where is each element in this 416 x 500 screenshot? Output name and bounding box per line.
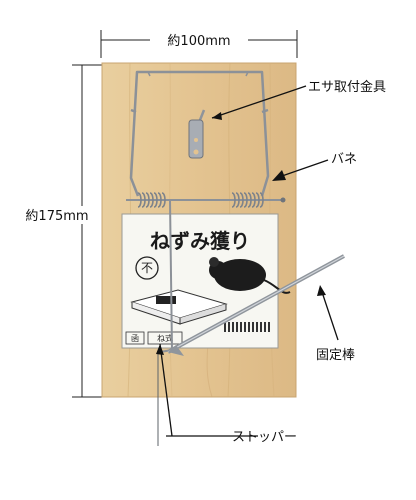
callout-fixing-rod: 固定棒 <box>316 285 355 363</box>
package-title: ねずみ獲り <box>150 229 250 253</box>
maker-left: 函 <box>131 334 139 343</box>
width-dimension: 約100mm <box>100 30 298 58</box>
callout-stopper: ストッパー <box>156 343 297 445</box>
callout-spring-label: バネ <box>331 152 357 167</box>
callout-spring: バネ <box>272 152 357 181</box>
package-label: ねずみ獲り 不 函 ね式 <box>121 213 291 349</box>
barcode <box>222 322 270 332</box>
callout-fixing-rod-label: 固定棒 <box>316 348 355 363</box>
wire-frame <box>129 70 270 197</box>
maker-right: ね式 <box>157 333 173 343</box>
callout-stopper-label: ストッパー <box>232 430 297 445</box>
bait-hook <box>188 109 206 159</box>
callout-bait-hook: エサ取付金具 <box>211 79 386 120</box>
spring <box>126 192 286 208</box>
width-label: 約100mm <box>167 34 230 49</box>
callout-bait-hook-label: エサ取付金具 <box>308 79 386 95</box>
height-dimension: 約175mm <box>14 64 102 398</box>
mouse-illustration <box>209 257 291 294</box>
brand-mark: 不 <box>141 261 153 275</box>
fixing-rod <box>167 254 345 356</box>
height-label: 約175mm <box>25 209 88 224</box>
trap-illustration <box>130 289 228 325</box>
